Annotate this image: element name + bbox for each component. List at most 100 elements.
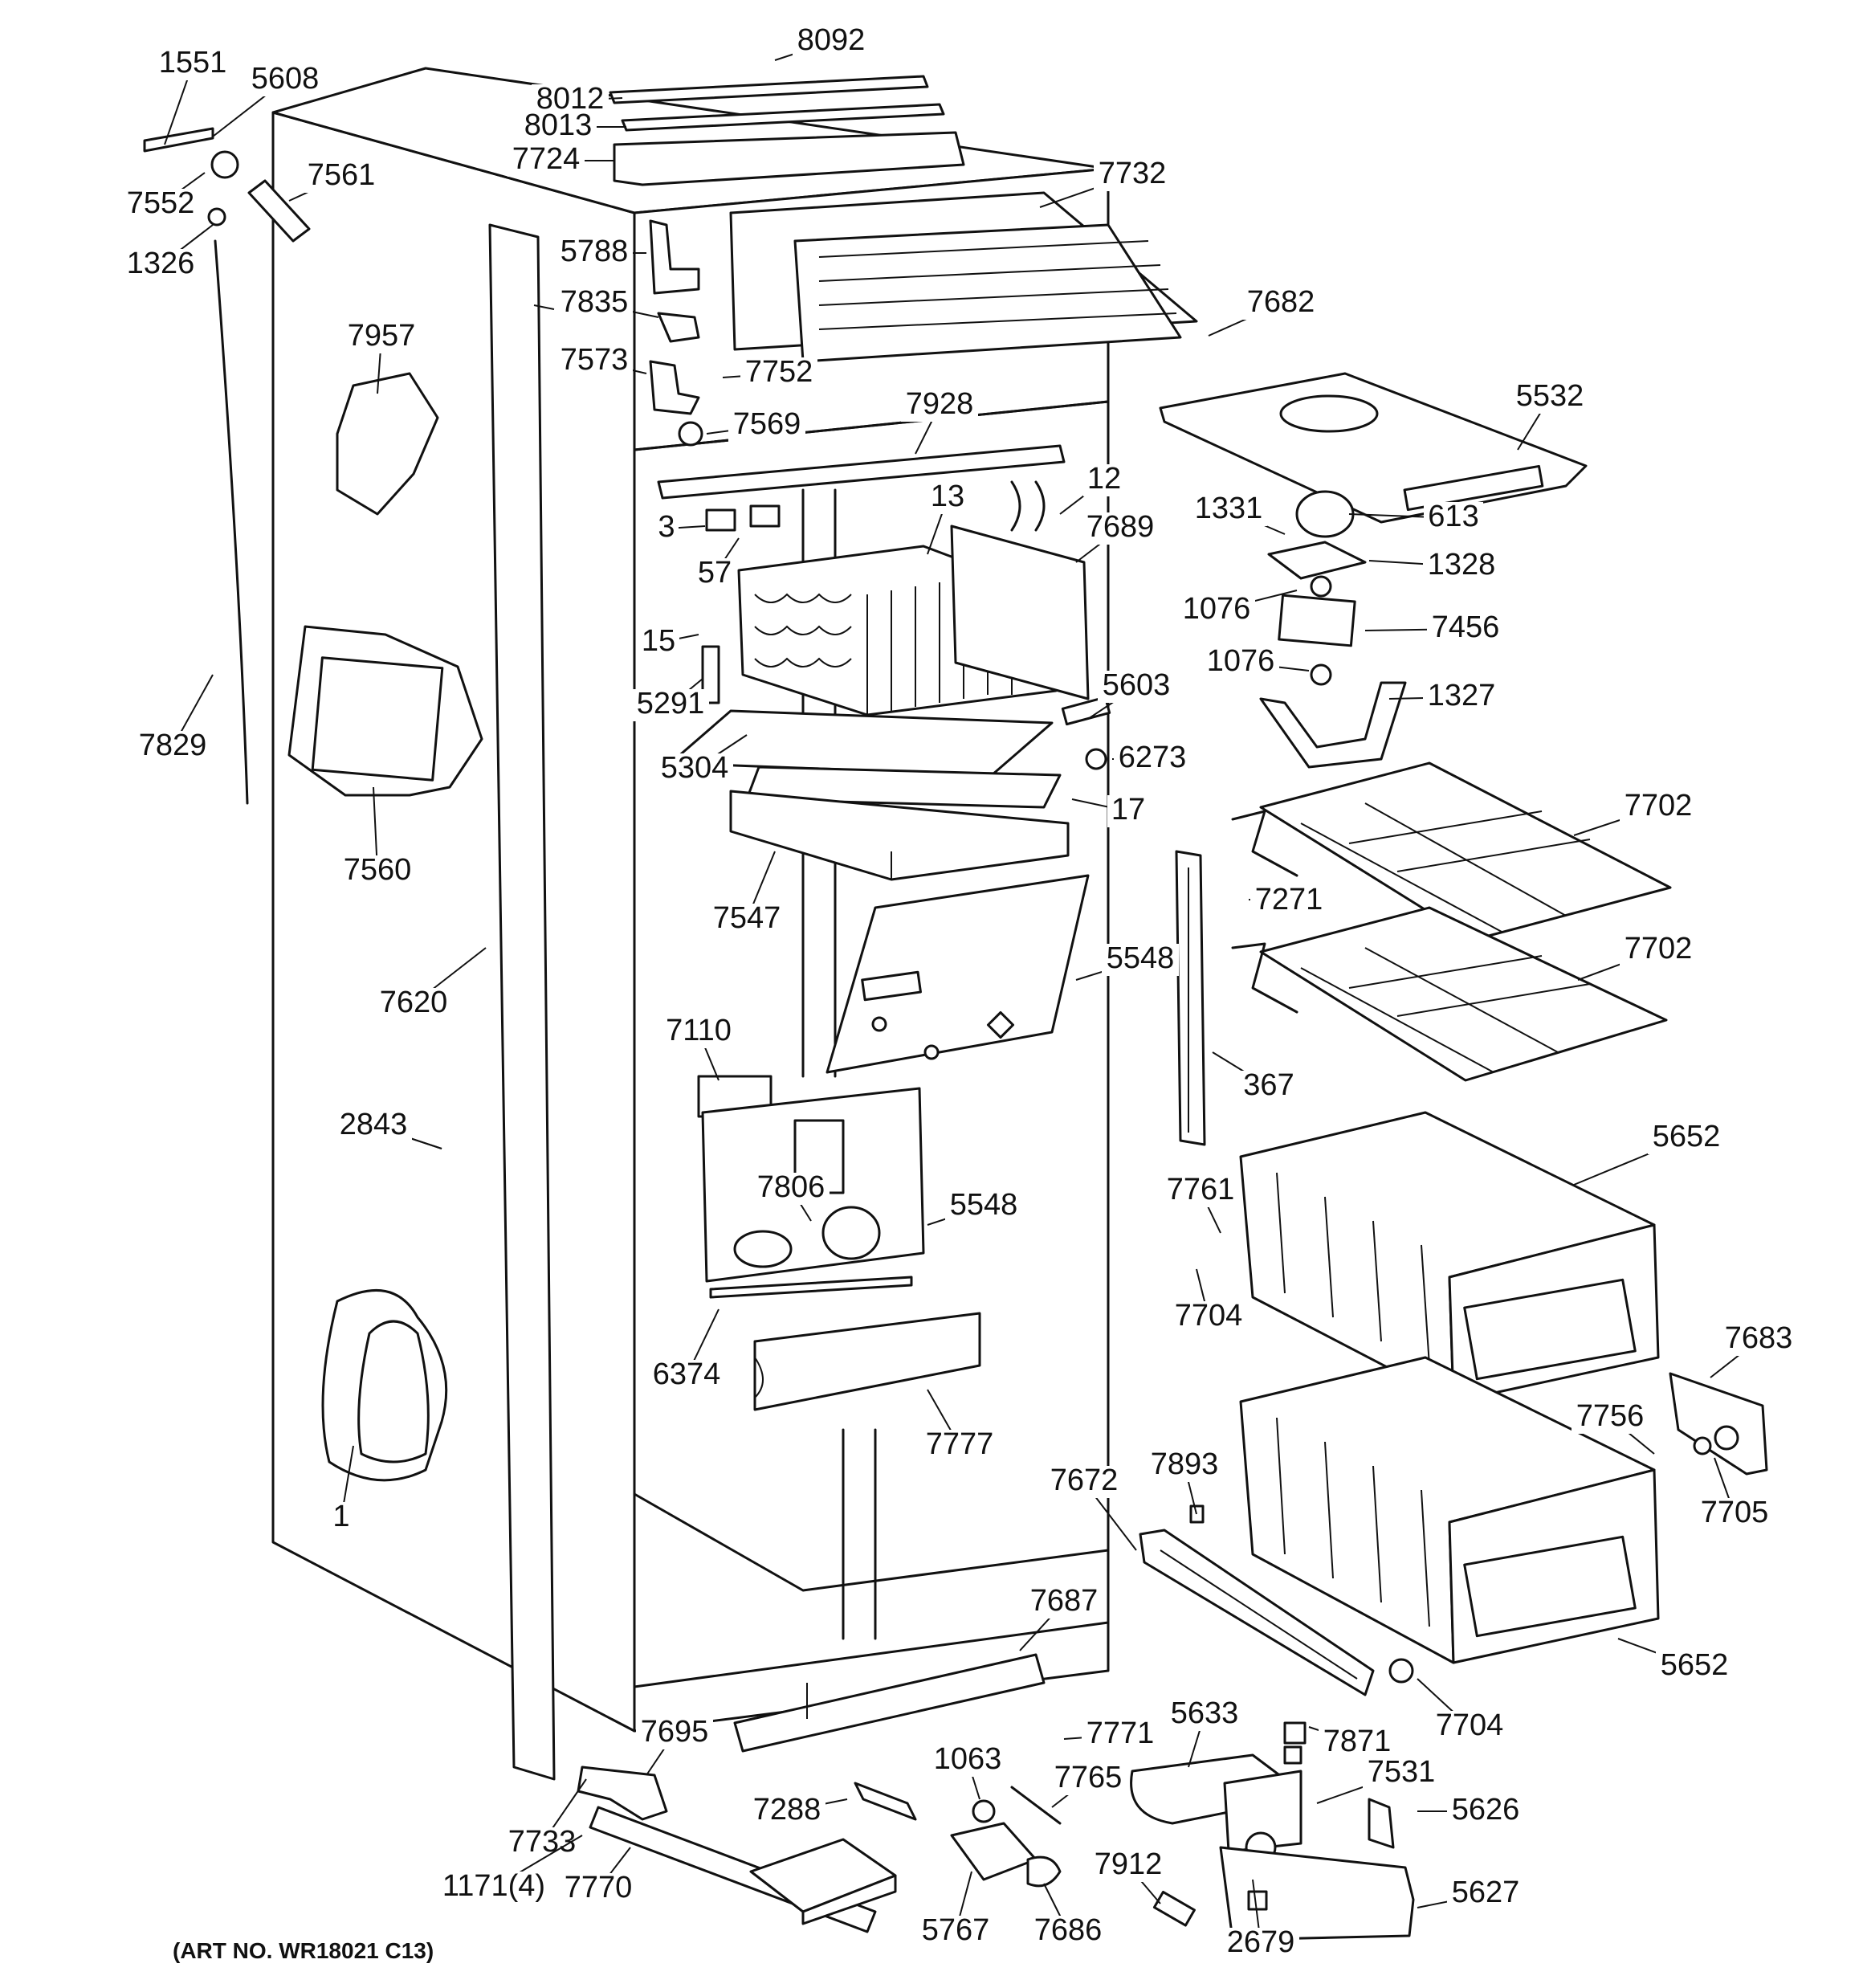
callout-7704: 7704: [1417, 1678, 1508, 1743]
callout-number: 7761: [1167, 1173, 1235, 1206]
callout-background: [1025, 1586, 1103, 1619]
callout-17: 17: [1071, 793, 1149, 827]
callout-5548: 5548: [927, 1188, 1022, 1226]
callout-7683: 7683: [1710, 1321, 1797, 1378]
callout-number: 7560: [344, 853, 412, 887]
callout-7777: 7777: [921, 1389, 998, 1462]
evaporator-coil: [701, 480, 1090, 716]
callout-background: [339, 855, 416, 888]
callout-number: 7752: [745, 355, 813, 389]
callout-number: 7620: [380, 986, 448, 1019]
callout-background: [1190, 494, 1267, 526]
callout-background: [1170, 1301, 1247, 1333]
callout-2679: 2679: [1222, 1879, 1299, 1960]
callout-background: [638, 627, 679, 659]
callout-number: 7829: [139, 729, 207, 762]
callout-number: 5652: [1661, 1648, 1729, 1682]
callout-number: 7531: [1368, 1755, 1436, 1789]
callout-number: 7689: [1086, 510, 1155, 544]
breaker-strip-7620: [488, 223, 556, 1781]
callout-background: [1222, 1928, 1299, 1960]
callout-background: [752, 1173, 830, 1205]
callout-number: 1076: [1183, 592, 1251, 626]
callout-background: [1648, 1122, 1725, 1154]
callout-background: [740, 357, 817, 390]
callout-5626: 5626: [1417, 1793, 1524, 1827]
callout-background: [1447, 1795, 1524, 1827]
top-cover-5532: [1159, 372, 1588, 524]
callout-background: [1423, 550, 1500, 582]
top-trim-strips: [609, 75, 965, 186]
callout-3: 3: [654, 510, 706, 545]
callout-7531: 7531: [1316, 1755, 1440, 1804]
callout-7752: 7752: [722, 355, 817, 390]
callout-background: [560, 1873, 637, 1905]
callout-1327: 1327: [1388, 679, 1500, 713]
callout-7702: 7702: [1573, 789, 1697, 836]
callout-background: [1423, 681, 1500, 713]
callout-number: 8012: [536, 82, 605, 116]
callout-number: 7547: [713, 901, 781, 935]
callout-7957: 7957: [343, 319, 420, 394]
callout-7770: 7770: [560, 1847, 637, 1905]
callout-background: [1098, 671, 1175, 703]
callout-background: [429, 1872, 559, 1904]
callout-number: 7835: [561, 285, 629, 319]
callout-background: [1202, 647, 1279, 679]
callout-background: [1107, 795, 1149, 827]
callout-15: 15: [638, 624, 699, 659]
callout-number: 8092: [797, 23, 866, 57]
callout-labels: 1551560875527561132679577829756076202843…: [122, 23, 1797, 1960]
callout-background: [708, 904, 785, 936]
callout-number: 5304: [661, 751, 729, 785]
callout-background: [303, 161, 380, 193]
callout-7756: 7756: [1572, 1399, 1655, 1455]
callout-number: 1063: [934, 1742, 1002, 1776]
callout-background: [728, 410, 805, 442]
callout-number: 5627: [1452, 1876, 1520, 1909]
callout-background: [335, 1110, 412, 1142]
callout-number: 1551: [159, 46, 227, 80]
callout-background: [1146, 1450, 1223, 1482]
callout-number: 17: [1111, 793, 1145, 827]
callout-7733: 7733: [503, 1778, 587, 1859]
callout-background: [122, 249, 199, 281]
callout-number: 7724: [512, 142, 581, 176]
callout-background: [1082, 1719, 1159, 1751]
callout-7806: 7806: [752, 1170, 830, 1222]
callout-5304: 5304: [656, 734, 748, 786]
callout-background: [1239, 1071, 1298, 1103]
callout-7686: 7686: [1029, 1883, 1107, 1948]
callout-367: 367: [1212, 1051, 1298, 1103]
callout-number: 2679: [1227, 1925, 1295, 1959]
callout-7687: 7687: [1019, 1584, 1103, 1651]
callout-background: [1083, 464, 1125, 496]
callout-background: [636, 1717, 713, 1749]
callout-number: 7912: [1095, 1847, 1163, 1881]
basket-slide-7683: [1669, 1372, 1768, 1476]
callout-5291: 5291: [632, 678, 709, 721]
callout-background: [1656, 1651, 1733, 1683]
callout-7771: 7771: [1063, 1717, 1159, 1751]
callout-7456: 7456: [1364, 610, 1504, 645]
callout-1: 1: [329, 1445, 354, 1534]
callout-background: [1046, 1466, 1123, 1498]
callout-background: [556, 237, 633, 269]
callout-7724: 7724: [508, 142, 614, 177]
callout-background: [1431, 1711, 1508, 1743]
callout-background: [556, 345, 633, 378]
callout-number: 6273: [1119, 741, 1187, 774]
callout-7547: 7547: [708, 851, 785, 936]
callout-background: [1696, 1498, 1773, 1530]
shelf-support-7928: [657, 444, 1066, 500]
callout-7695: 7695: [636, 1715, 713, 1776]
callout-background: [1242, 288, 1319, 320]
callout-background: [134, 731, 211, 763]
callout-number: 7682: [1247, 285, 1315, 319]
callout-number: 7704: [1175, 1299, 1243, 1333]
callout-number: 7561: [308, 158, 376, 192]
callout-number: 5633: [1171, 1696, 1239, 1730]
callout-7569: 7569: [706, 407, 805, 442]
callout-background: [1620, 791, 1697, 823]
